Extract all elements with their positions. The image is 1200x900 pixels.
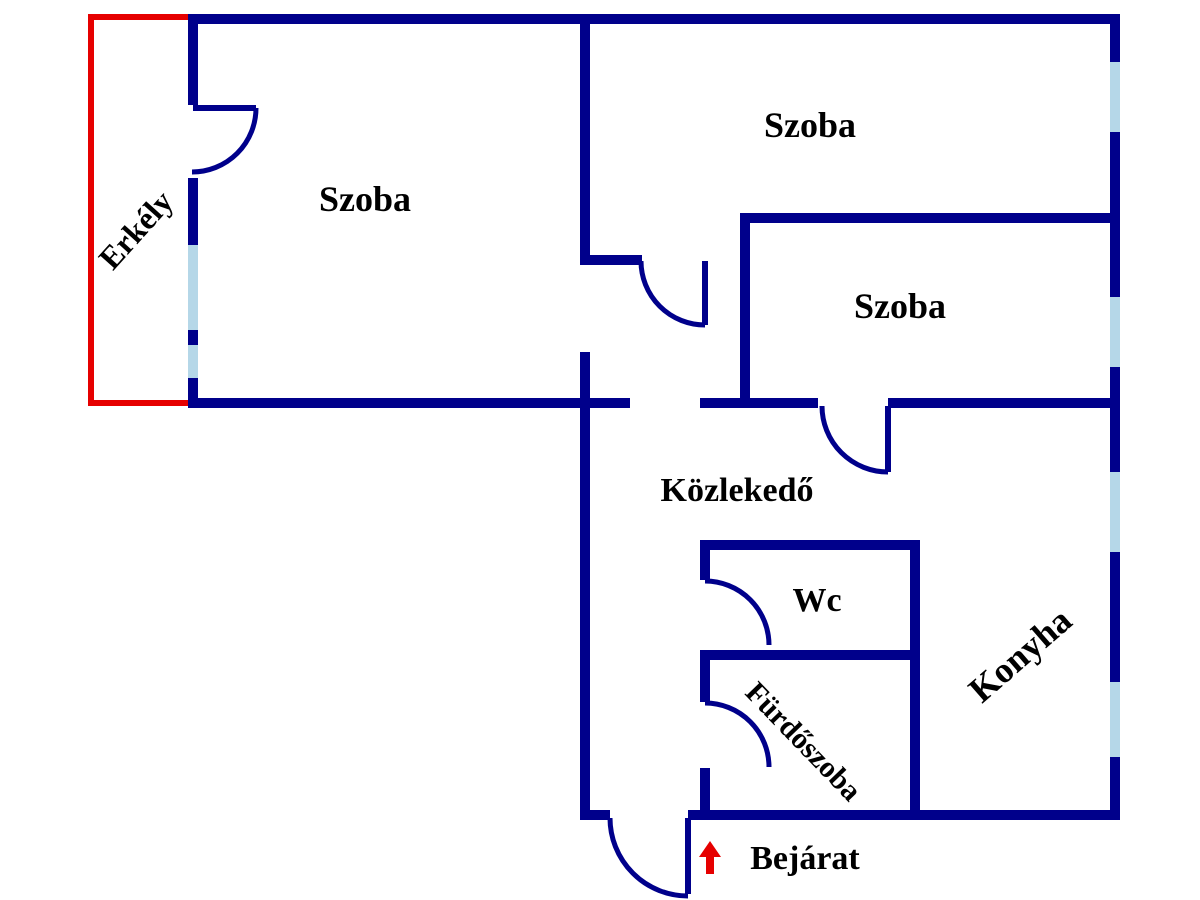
door-arc-midright-room	[819, 405, 889, 475]
window-mid-room	[1110, 297, 1120, 367]
wall-horizontal-main-left	[188, 398, 630, 408]
wall-top	[188, 14, 1120, 24]
window-balcony-2	[188, 345, 198, 378]
entrance-label: Bejárat	[750, 840, 860, 877]
wall-bottom-right-of-entrance	[688, 810, 1120, 820]
wall-bath-left-lower	[700, 768, 710, 820]
entrance-arrow-icon	[699, 841, 721, 877]
wall-left-seg	[188, 178, 198, 245]
wall-right-seg	[1110, 552, 1120, 682]
wall-wc-left	[700, 540, 710, 580]
wall-left-seg	[188, 378, 198, 408]
balcony-wall-left	[88, 14, 94, 406]
entrance-arrow-head	[699, 841, 721, 857]
door-arc-hall-upper	[638, 260, 706, 328]
wall-bath-left-upper	[700, 660, 710, 702]
wall-center-vertical-lower	[580, 352, 590, 815]
wall-center-vertical-upper	[580, 14, 590, 258]
room-label-szoba-left: Szoba	[318, 179, 412, 219]
window-kitchen-1	[1110, 472, 1120, 552]
window-balcony-1	[188, 245, 198, 330]
balcony-wall-top	[88, 14, 193, 20]
wall-horizontal-main-mid	[700, 398, 818, 408]
wall-wc-bath-right	[910, 540, 920, 815]
wall-wc-top	[700, 540, 920, 550]
door-arc-wc	[704, 578, 772, 646]
room-label-szoba-mid-right: Szoba	[853, 286, 947, 326]
window-top-room	[1110, 62, 1120, 132]
wall-horizontal-main-right	[888, 398, 1120, 408]
entrance-arrow-stem	[706, 857, 714, 874]
wall-topright-room-bottom	[740, 213, 1120, 223]
balcony-wall-bottom	[88, 400, 193, 406]
wall-right-seg	[1110, 14, 1120, 62]
room-label-szoba-top-right: Szoba	[763, 105, 857, 145]
room-label-kozlekedo: Közlekedő	[660, 472, 814, 509]
wall-stub-middle-door	[580, 255, 642, 265]
wall-left-seg	[188, 14, 198, 105]
door-arc-balcony	[191, 107, 259, 175]
wall-right-seg	[1110, 367, 1120, 472]
wall-bottom-left-of-entrance	[580, 810, 610, 820]
wall-midright-room-left	[740, 213, 750, 408]
door-arc-entrance	[607, 817, 689, 899]
wall-right-seg	[1110, 757, 1120, 820]
wall-left-seg	[188, 330, 198, 345]
wall-wc-bath-divider	[700, 650, 920, 660]
room-label-wc: Wc	[792, 582, 842, 619]
door-arc-bathroom	[704, 700, 772, 768]
window-kitchen-2	[1110, 682, 1120, 757]
